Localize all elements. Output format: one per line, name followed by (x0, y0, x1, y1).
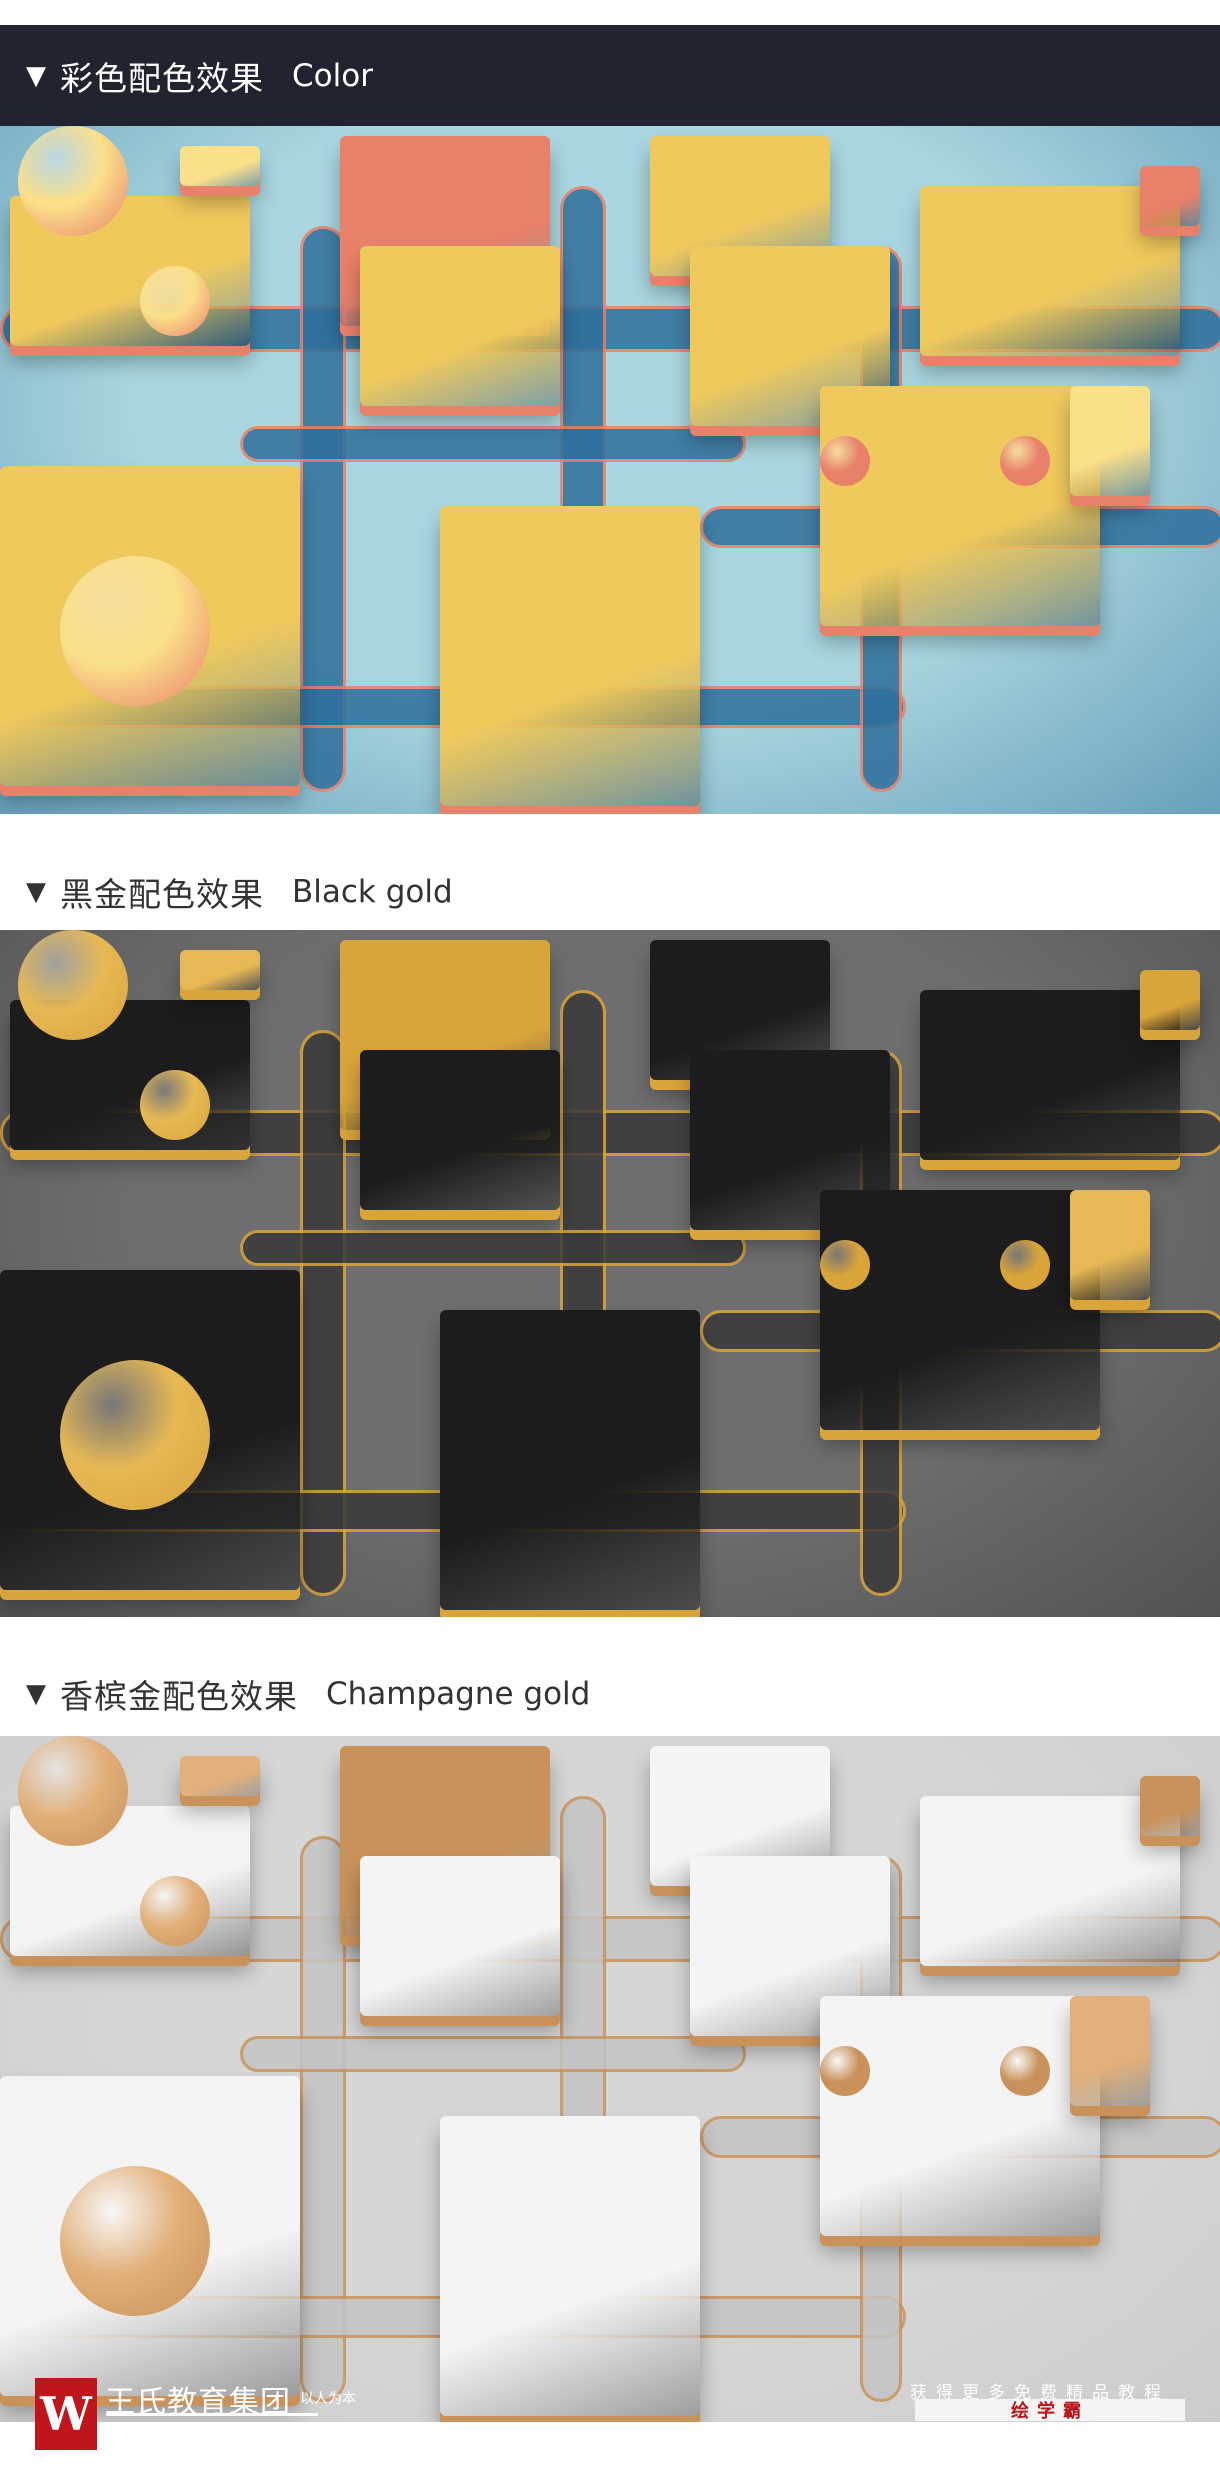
dome-tower (1000, 1240, 1050, 1290)
black-gold-render-image (0, 930, 1220, 1617)
brand-logo: W (35, 2378, 97, 2450)
factory-building (1070, 1190, 1150, 1300)
factory-building (360, 1856, 560, 2016)
factory-building (360, 246, 560, 406)
collapse-triangle-icon[interactable]: ▼ (26, 60, 46, 91)
dome-tower (140, 1876, 210, 1946)
color-render-image (0, 126, 1220, 814)
site-link[interactable]: 绘学霸 (915, 2399, 1185, 2422)
section-header-black-gold[interactable]: ▼ 黑金配色效果 Black gold (0, 862, 1220, 922)
factory-building (180, 146, 260, 186)
factory-building (440, 506, 700, 806)
dome-tower (18, 930, 128, 1040)
factory-building (920, 186, 1180, 356)
dome-tower (820, 2046, 870, 2096)
factory-building (920, 1796, 1180, 1966)
factory-building (1140, 166, 1200, 226)
section-title-zh: 彩色配色效果 (60, 58, 264, 98)
conveyor-track (240, 1230, 746, 1266)
factory-building (180, 1756, 260, 1796)
champagne-gold-render-image (0, 1736, 1220, 2422)
section-title-zh: 黑金配色效果 (60, 875, 264, 914)
dome-tower (1000, 2046, 1050, 2096)
collapse-triangle-icon[interactable]: ▼ (26, 877, 46, 907)
factory-building (820, 1996, 1100, 2236)
dome-tower (60, 556, 210, 706)
section-header-champagne-gold[interactable]: ▼ 香槟金配色效果 Champagne gold (0, 1664, 1220, 1724)
brand-slogan: 以人为本 (300, 2391, 356, 2407)
conveyor-track (240, 2036, 746, 2072)
factory-building (820, 1190, 1100, 1430)
factory-building (820, 386, 1100, 626)
factory-building (440, 1310, 700, 1610)
dome-tower (60, 1360, 210, 1510)
factory-building (1070, 386, 1150, 496)
factory-building (360, 1050, 560, 1210)
dome-tower (820, 1240, 870, 1290)
section-title-en: Black gold (292, 874, 453, 910)
dome-tower (18, 126, 128, 236)
factory-building (1070, 1996, 1150, 2106)
conveyor-track (240, 426, 746, 462)
divider (106, 2413, 318, 2416)
dome-tower (1000, 436, 1050, 486)
promo-text: 获得更多免费精品教程 (910, 2383, 1170, 2403)
dome-tower (140, 266, 210, 336)
collapse-triangle-icon[interactable]: ▼ (26, 1679, 46, 1709)
factory-building (180, 950, 260, 990)
section-header-color[interactable]: ▼ 彩色配色效果 Color (0, 25, 1220, 126)
factory-building (1140, 1776, 1200, 1836)
section-title-zh: 香槟金配色效果 (60, 1677, 298, 1716)
dome-tower (60, 2166, 210, 2316)
factory-building (920, 990, 1180, 1160)
section-title-en: Champagne gold (326, 1676, 591, 1712)
factory-building (440, 2116, 700, 2416)
factory-building (1140, 970, 1200, 1030)
section-title-en: Color (292, 57, 373, 94)
dome-tower (820, 436, 870, 486)
dome-tower (18, 1736, 128, 1846)
dome-tower (140, 1070, 210, 1140)
